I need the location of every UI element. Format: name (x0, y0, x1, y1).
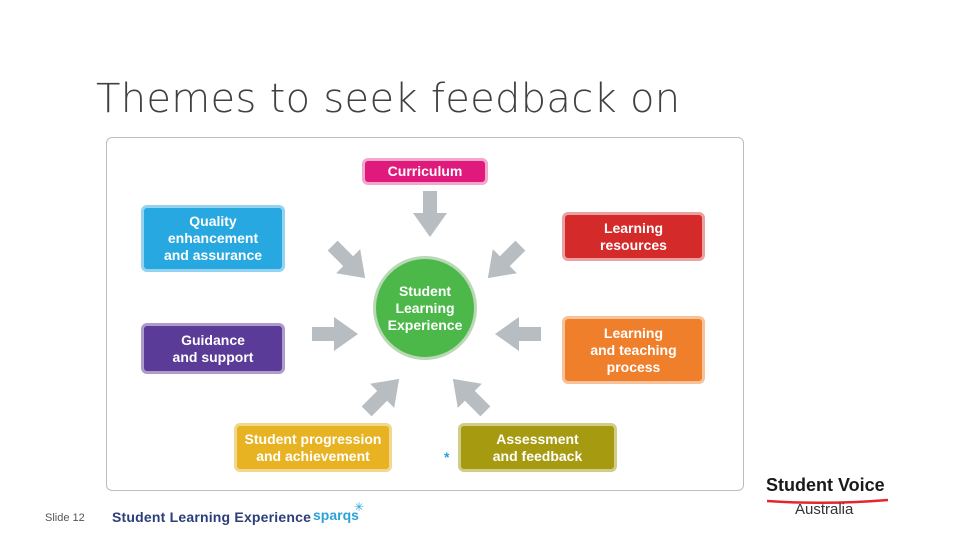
sparqs-logo: sparqs (313, 507, 359, 523)
theme-guidance: Guidance and support (141, 323, 285, 374)
arrow-icon-6 (312, 317, 358, 351)
theme-progression: Student progression and achievement (234, 423, 392, 472)
center-student-learning-experience: Student Learning Experience (373, 256, 477, 360)
asterisk-mark: * (444, 449, 450, 465)
slide-title: Themes to seek feedback on (96, 76, 681, 122)
theme-learning-resources: Learning resources (562, 212, 705, 261)
footer-title: Student Learning Experience (112, 509, 312, 525)
theme-learning-teaching: Learning and teaching process (562, 316, 705, 384)
brand-logo-subtitle: Australia (795, 501, 854, 518)
brand-swoosh-icon (766, 498, 889, 505)
theme-quality: Quality enhancement and assurance (141, 205, 285, 272)
arrow-icon-5 (354, 366, 412, 424)
sparqs-star-icon: ✳ (354, 500, 365, 514)
theme-assessment: Assessment and feedback (458, 423, 617, 472)
arrow-icon-1 (413, 191, 447, 237)
arrow-icon-7 (320, 233, 378, 291)
brand-logo-title: Student Voice (766, 475, 885, 495)
arrow-icon-2 (475, 233, 533, 291)
arrow-icon-3 (495, 317, 541, 351)
arrow-icon-4 (440, 366, 498, 424)
theme-curriculum: Curriculum (362, 158, 488, 185)
slide-number: Slide 12 (45, 512, 85, 524)
